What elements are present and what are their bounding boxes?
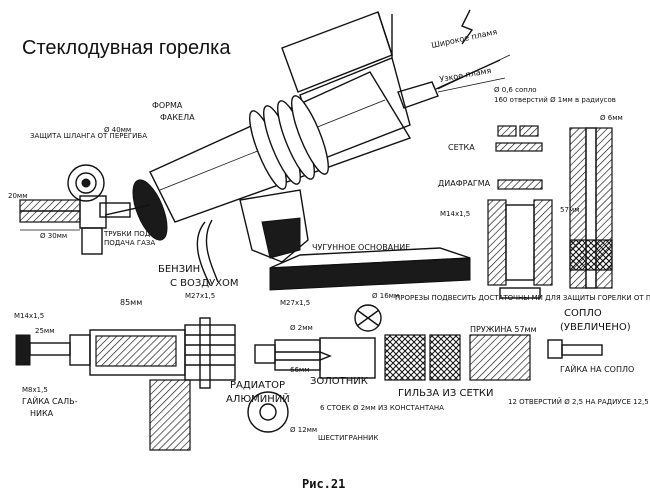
dim-m14x15: М14х1,5 xyxy=(14,312,44,320)
dim-m27b: М27х1,5 xyxy=(280,299,310,307)
label-six-grooves: 6 СТОЕК Ø 2мм ИЗ КОНСТАНТАНА xyxy=(320,404,444,412)
label-hexagon: ШЕСТИГРАННИК xyxy=(318,434,378,442)
nozzle-enlarged xyxy=(569,127,613,289)
label-gas-supply-2: ТРУБКИ ПОД xyxy=(103,230,151,238)
dim-m27: М27х1,5 xyxy=(185,292,215,300)
dim-66: 66мм xyxy=(290,366,309,374)
dim-m8: М8х1,5 xyxy=(22,386,48,394)
label-cast-base: ЧУГУННОЕ ОСНОВАНИЕ xyxy=(312,243,410,252)
dim-d6: Ø 6мм xyxy=(600,114,623,122)
exploded-parts xyxy=(15,304,603,451)
label-grooves-note: ПРОРЕЗЫ ПОДВЕСИТЬ ДОСТАТОЧНЫ МИ ДЛЯ ЗАЩИ… xyxy=(395,294,650,302)
label-nozzle-nut: ГАЙКА НА СОПЛО xyxy=(560,363,634,374)
spark-icon xyxy=(461,9,474,45)
dim-d30: Ø 30мм xyxy=(40,232,67,240)
label-spring: ПРУЖИНА 57мм xyxy=(470,325,537,334)
dim-d40: Ø 40мм xyxy=(104,126,131,134)
dim-d2: Ø 2мм xyxy=(290,324,313,332)
label-with-air: С ВОЗДУХОМ xyxy=(170,278,239,289)
label-spool: ЗОЛОТНИК xyxy=(310,376,368,387)
label-diaphragm: ДИАФРАГМА xyxy=(438,179,491,188)
label-packing-nut-1: ГАЙКА САЛЬ- xyxy=(22,395,78,406)
dim-85: 85мм xyxy=(120,298,142,307)
dim-d16: Ø 16мм xyxy=(372,292,399,300)
label-holes-top: 160 отверстий Ø 1мм в радиусов xyxy=(494,96,616,104)
label-mesh-sleeve: ГИЛЬЗА ИЗ СЕТКИ xyxy=(398,388,493,399)
label-packing-nut-2: НИКА xyxy=(30,409,54,418)
burner-body xyxy=(99,11,511,291)
hose-protection-detail xyxy=(19,164,107,255)
label-petrol: БЕНЗИН xyxy=(158,264,200,275)
label-nozzle-top: Ø 0,6 сопло xyxy=(494,86,537,94)
label-holes-bottom: 12 ОТВЕРСТИЙ Ø 2,5 НА РАДИУСЕ 12,5 мм xyxy=(508,397,650,406)
dim-20: 20мм xyxy=(8,192,27,200)
label-flame-shape-2: ФАКЕЛА xyxy=(160,113,195,122)
label-nozzle-enlarged-1: СОПЛО xyxy=(564,308,602,319)
label-radiator-1: РАДИАТОР xyxy=(230,380,285,391)
label-narrow-flame: Узкое пламя xyxy=(439,66,492,84)
nozzle-detail xyxy=(487,125,553,299)
label-radiator-2: АЛЮМИНИЙ xyxy=(226,392,290,405)
drawing-title: Стеклодувная горелка xyxy=(22,37,231,59)
dim-d12: Ø 12мм xyxy=(290,426,317,434)
label-mesh: СЕТКА xyxy=(448,143,475,152)
label-gas-supply: ПОДАЧА ГАЗА xyxy=(104,239,155,247)
figure-caption: Рис.21 xyxy=(302,477,345,491)
label-nozzle-enlarged-2: (УВЕЛИЧЕНО) xyxy=(560,322,631,333)
dim-m14: М14х1,5 xyxy=(440,210,470,218)
label-flame-shape-1: ФОРМА xyxy=(152,101,183,110)
label-wide-flame: Широкое пламя xyxy=(431,27,499,50)
dim-25: 25мм xyxy=(35,327,54,335)
label-hose-protection: ЗАЩИТА ШЛАНГА ОТ ПЕРЕГИБА xyxy=(30,132,147,140)
